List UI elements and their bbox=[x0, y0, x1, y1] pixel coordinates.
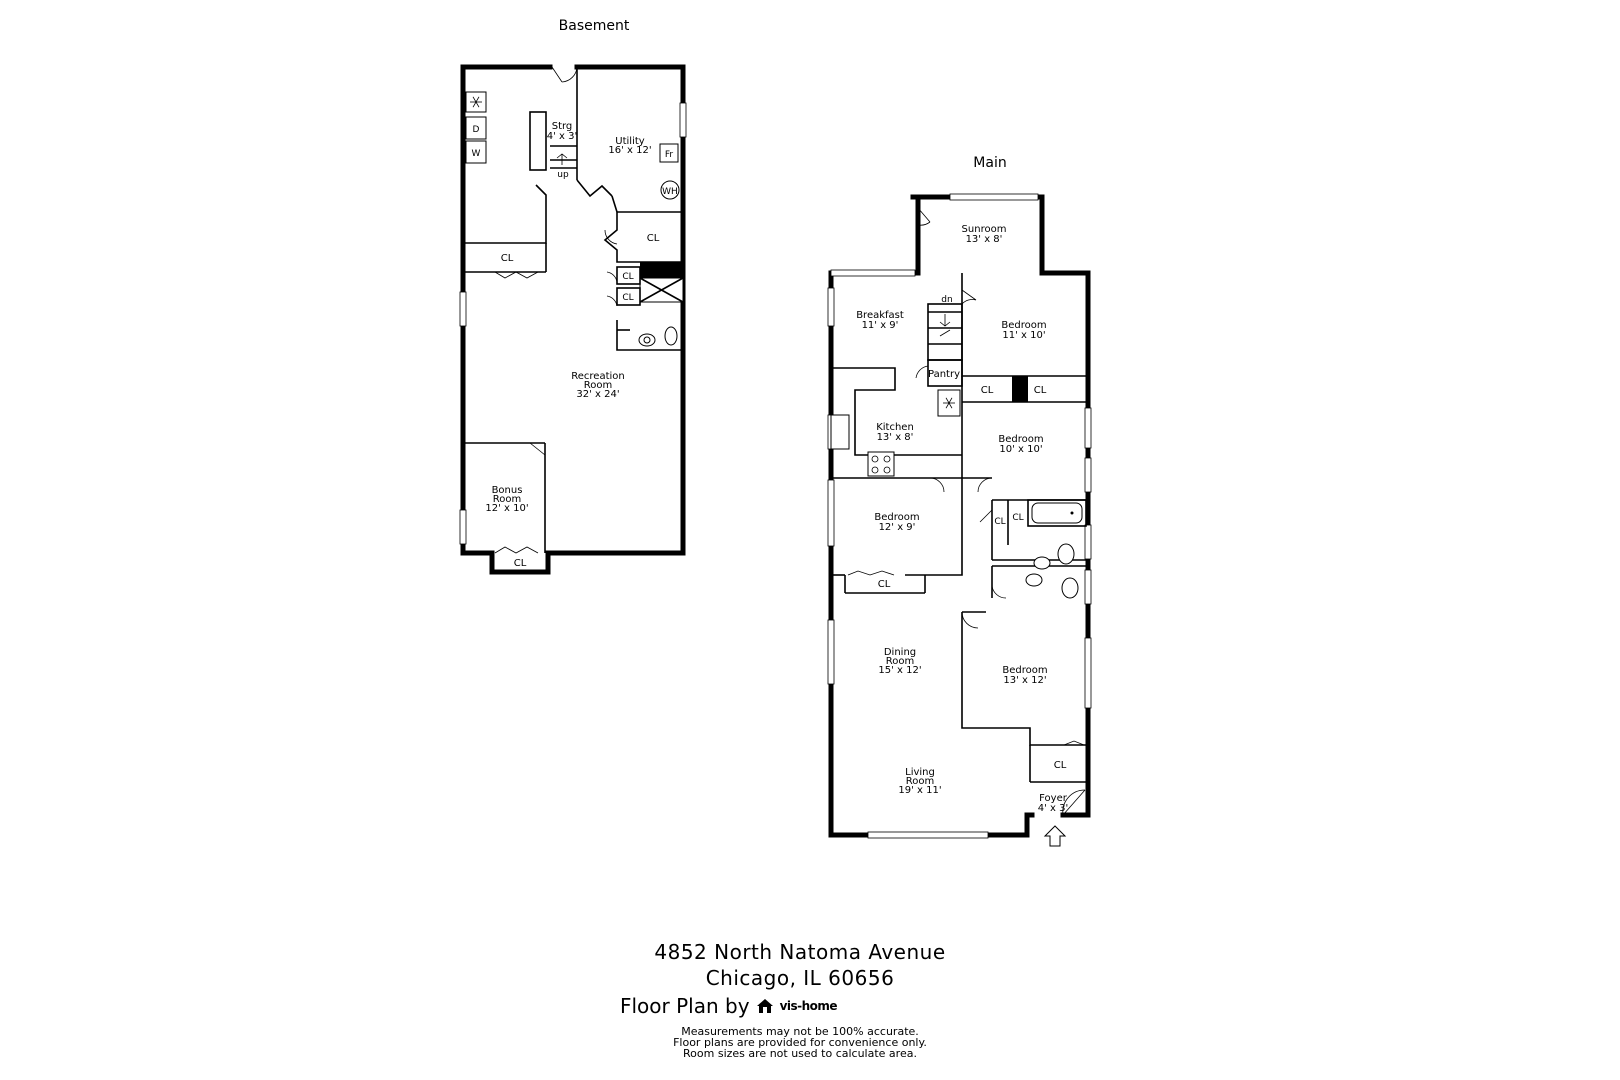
foyer-name: Foyer bbox=[1039, 793, 1068, 804]
bonus-name-1: Bonus bbox=[492, 485, 523, 496]
dining-name-1: Dining bbox=[884, 647, 916, 658]
utility-name: Utility bbox=[615, 136, 644, 147]
recreation-name-1: Recreation bbox=[571, 371, 624, 382]
sunroom-size: 13' x 8' bbox=[966, 234, 1003, 245]
main-plan: Sunroom 13' x 8' Breakfast 11' x 9' dn B… bbox=[827, 193, 1092, 847]
basement-header: Basement bbox=[559, 18, 630, 34]
disclaimer-line-1: Measurements may not be 100% accurate. bbox=[681, 1025, 919, 1038]
recreation-name-2: Room bbox=[584, 380, 612, 391]
bedroom3-name: Bedroom bbox=[874, 512, 919, 523]
fridge-label: Fr bbox=[665, 150, 674, 160]
dryer-label: D bbox=[473, 125, 480, 135]
small-closet-2-label: CL bbox=[622, 293, 633, 303]
living-name-2: Room bbox=[906, 776, 934, 787]
snowflake-icon bbox=[470, 96, 482, 108]
strg-name: Strg bbox=[552, 121, 573, 132]
address-line-2: Chicago, IL 60656 bbox=[705, 966, 895, 990]
sunroom-name: Sunroom bbox=[962, 224, 1007, 235]
floor-plan-byline: Floor Plan by vis-home bbox=[620, 994, 838, 1018]
small-closet-1-label: CL bbox=[622, 272, 633, 282]
bedroom4-size: 13' x 12' bbox=[1003, 675, 1046, 686]
closet-hall-2-label: CL bbox=[1012, 513, 1023, 523]
snowflake-icon bbox=[943, 397, 955, 409]
living-name-1: Living bbox=[905, 767, 935, 778]
bedroom4-name: Bedroom bbox=[1002, 665, 1047, 676]
disclaimer-line-3: Room sizes are not used to calculate are… bbox=[683, 1047, 917, 1060]
basement-plan: D W Fr WH Strg 4' x 3' up Utility 16' x … bbox=[459, 64, 687, 575]
closet-bedroom4-label: CL bbox=[1054, 760, 1067, 771]
bedroom3-size: 12' x 9' bbox=[879, 522, 916, 533]
stair-dn-label: dn bbox=[941, 295, 952, 305]
kitchen-size: 13' x 8' bbox=[877, 432, 914, 443]
closet-bedroom2-label: CL bbox=[1034, 385, 1047, 396]
bonus-name-2: Room bbox=[493, 494, 521, 505]
bedroom1-name: Bedroom bbox=[1001, 320, 1046, 331]
dining-name-2: Room bbox=[886, 656, 914, 667]
bonus-size: 12' x 10' bbox=[485, 503, 528, 514]
brand-name: vis-home bbox=[779, 999, 838, 1013]
bedroom2-name: Bedroom bbox=[998, 434, 1043, 445]
foyer-size: 4' x 3' bbox=[1038, 803, 1069, 814]
water-heater-label: WH bbox=[662, 187, 678, 197]
main-header: Main bbox=[973, 155, 1006, 171]
floor-plan-by-label: Floor Plan by bbox=[620, 994, 750, 1018]
address-line-1: 4852 North Natoma Avenue bbox=[654, 940, 946, 964]
breakfast-name: Breakfast bbox=[856, 310, 904, 321]
recreation-size: 32' x 24' bbox=[576, 389, 619, 400]
entrance-arrow-icon bbox=[1043, 825, 1067, 847]
stair-up-label: up bbox=[557, 170, 569, 180]
closet-hall-1-label: CL bbox=[994, 517, 1005, 527]
laundry-closet-label: CL bbox=[501, 253, 514, 264]
pantry-name: Pantry bbox=[928, 369, 960, 380]
utility-closet-label: CL bbox=[647, 233, 660, 244]
disclaimer: Measurements may not be 100% accurate. F… bbox=[560, 1026, 1040, 1059]
breakfast-size: 11' x 9' bbox=[862, 320, 899, 331]
closet-bedroom1-label: CL bbox=[981, 385, 994, 396]
bedroom2-size: 10' x 10' bbox=[999, 444, 1042, 455]
bonus-closet-label: CL bbox=[514, 558, 527, 569]
disclaimer-line-2: Floor plans are provided for convenience… bbox=[673, 1036, 927, 1049]
utility-size: 16' x 12' bbox=[608, 145, 651, 156]
home-logo-icon bbox=[756, 999, 773, 1013]
closet-bedroom3-label: CL bbox=[878, 579, 891, 590]
kitchen-name: Kitchen bbox=[876, 422, 914, 433]
dining-size: 15' x 12' bbox=[878, 665, 921, 676]
living-size: 19' x 11' bbox=[898, 785, 941, 796]
washer-label: W bbox=[472, 149, 481, 159]
strg-size: 4' x 3' bbox=[547, 131, 578, 142]
bedroom1-size: 11' x 10' bbox=[1002, 330, 1045, 341]
